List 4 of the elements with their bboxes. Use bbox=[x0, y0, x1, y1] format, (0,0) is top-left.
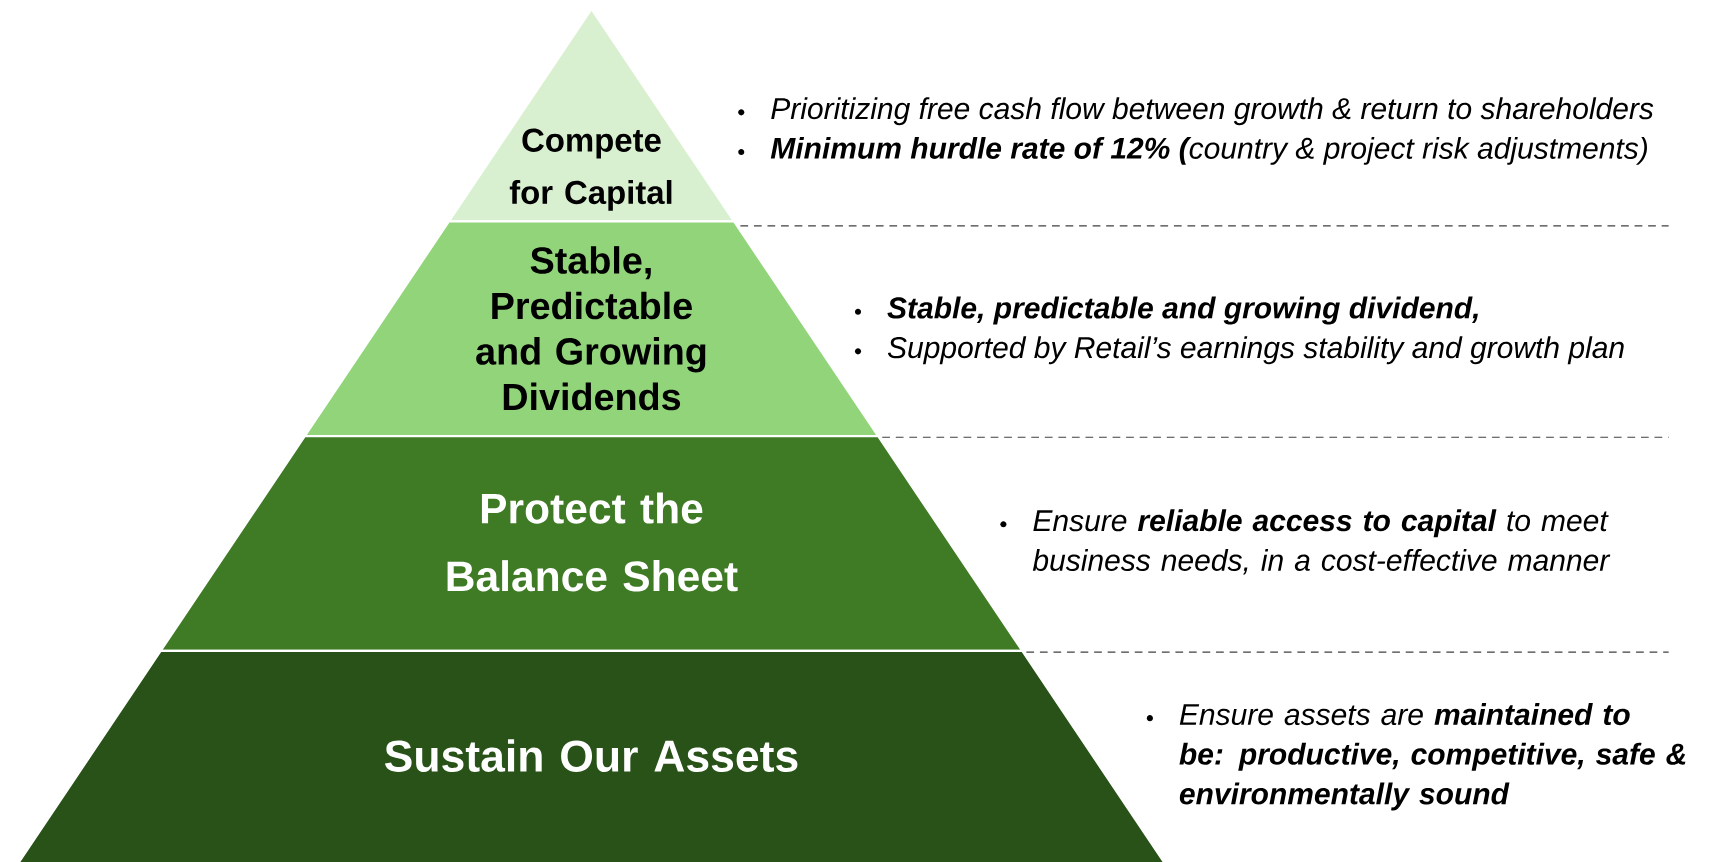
bullet-text: Minimum hurdle rate of 12% (country & project risk adjustments) bbox=[770, 136, 1647, 165]
bullet-text: Prioritizing free cash flow between growth & return to shareholders bbox=[771, 97, 1654, 125]
bullet-text: Supported by Retail’s earnings stability and growth plan bbox=[887, 336, 1624, 364]
bullet-text: Ensure reliable access to capital to meet business needs, in a cost-effective manner bbox=[1032, 509, 1611, 575]
